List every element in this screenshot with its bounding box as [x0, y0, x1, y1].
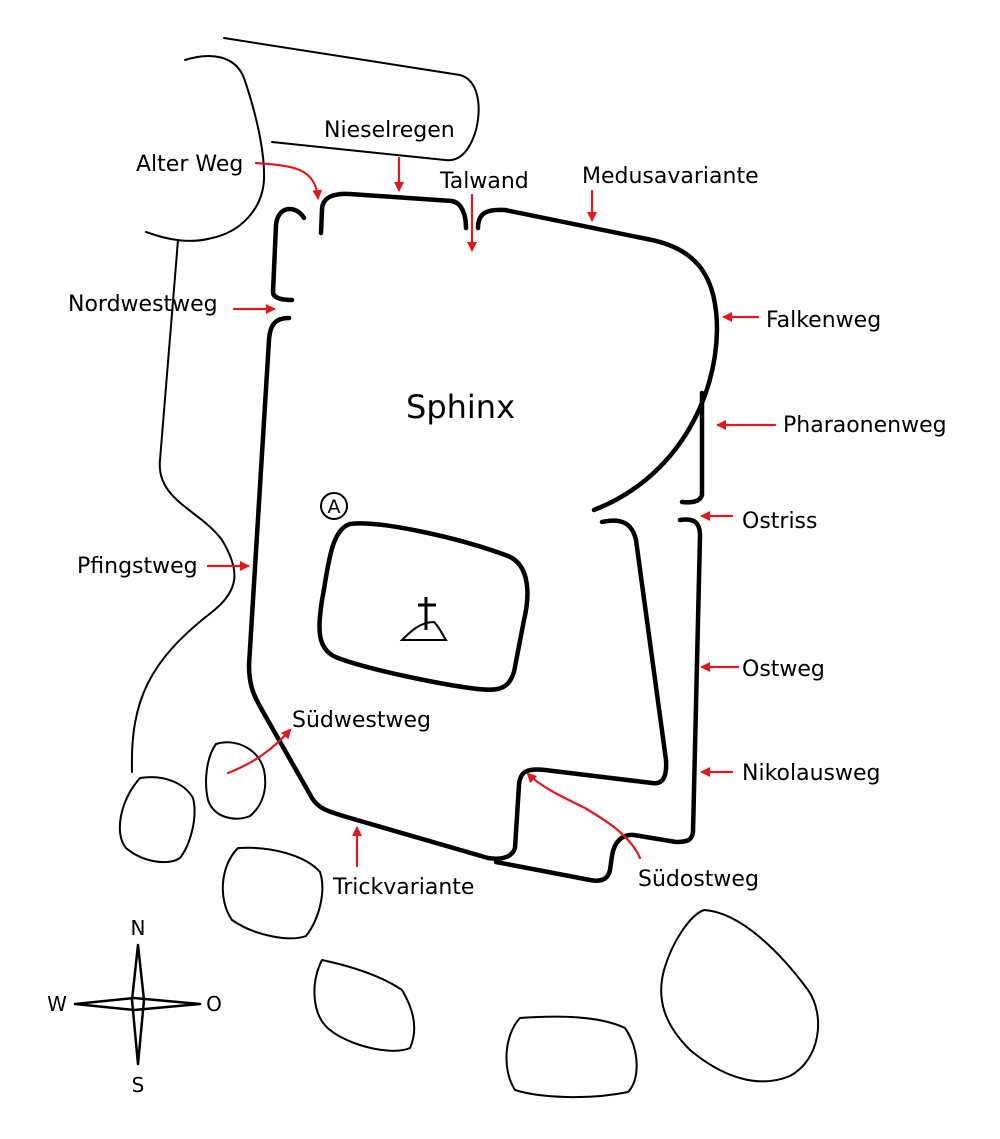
compass-east-label: O	[206, 992, 222, 1016]
boulder-5	[505, 1015, 638, 1099]
label-talwand: Talwand	[439, 169, 529, 194]
label-nordwestweg: Nordwestweg	[68, 292, 218, 317]
route-labels: Alter Weg Nieselregen Talwand Medusavari…	[68, 118, 947, 900]
neighbour-rocks	[118, 37, 820, 1099]
summit-cross-icon	[399, 597, 448, 641]
label-suedostweg: Südostweg	[638, 867, 759, 892]
rock-outline-north	[223, 37, 480, 162]
route-arrows	[206, 156, 777, 868]
main-rock-sphinx	[246, 191, 720, 883]
compass-north-label: N	[131, 916, 146, 940]
label-medusavariante: Medusavariante	[582, 164, 759, 189]
label-ostriss: Ostriss	[742, 509, 818, 534]
rock-segment-north	[318, 191, 469, 236]
arrow-suedwestweg	[226, 728, 292, 775]
marker-a-icon: A	[320, 492, 348, 520]
rock-segment-northeast	[475, 207, 720, 513]
main-label: Sphinx	[406, 388, 515, 426]
rock-segment-nw-corner	[270, 206, 307, 303]
rock-segment-east-bracket	[679, 390, 705, 505]
rock-segment-east	[493, 517, 703, 883]
boulder-1	[118, 776, 196, 864]
label-nieselregen: Nieselregen	[324, 118, 455, 143]
boulder-6	[660, 909, 820, 1083]
label-ostweg: Ostweg	[742, 657, 825, 682]
arrow-alter-weg	[254, 161, 323, 200]
label-falkenweg: Falkenweg	[766, 308, 881, 333]
boulder-4	[313, 959, 416, 1052]
boulder-2	[205, 741, 267, 820]
arrow-suedostweg	[526, 772, 642, 860]
rock-segment-west	[246, 315, 669, 861]
rock-outline-west	[130, 239, 236, 773]
label-alter-weg: Alter Weg	[136, 152, 243, 177]
boulder-3	[221, 846, 324, 940]
label-nikolausweg: Nikolausweg	[742, 761, 880, 786]
label-suedwestweg: Südwestweg	[292, 708, 431, 733]
marker-a-label: A	[328, 496, 341, 518]
compass-rose-icon: N S W O	[47, 916, 222, 1097]
rock-outline-northwest	[145, 55, 266, 242]
label-pharaonenweg: Pharaonenweg	[783, 413, 947, 438]
label-trickvariante: Trickvariante	[332, 875, 474, 900]
rock-inner-block	[317, 521, 530, 692]
compass-west-label: W	[47, 992, 67, 1016]
label-pfingstweg: Pfingstweg	[77, 554, 198, 579]
compass-south-label: S	[132, 1073, 145, 1097]
